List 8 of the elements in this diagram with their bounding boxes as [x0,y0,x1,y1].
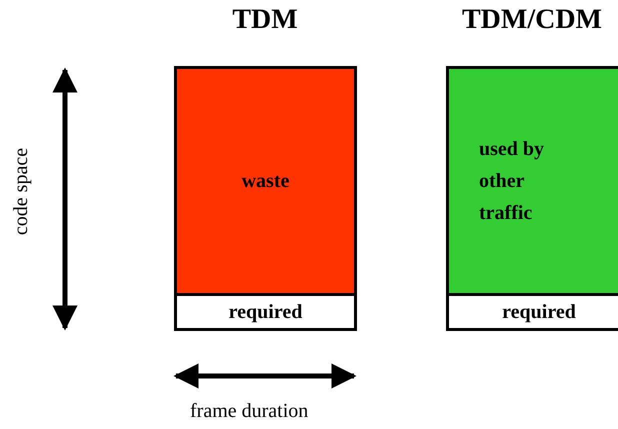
frame-block: waste [174,66,357,296]
frame-block: required [446,293,618,331]
axis-label: code space [10,148,34,236]
frame-block: used by other traffic [446,66,618,296]
column-heading: TDM/CDM [461,4,603,36]
column-heading: TDM [231,4,299,36]
axis-label: frame duration [190,400,308,423]
frame-block: required [174,293,357,331]
